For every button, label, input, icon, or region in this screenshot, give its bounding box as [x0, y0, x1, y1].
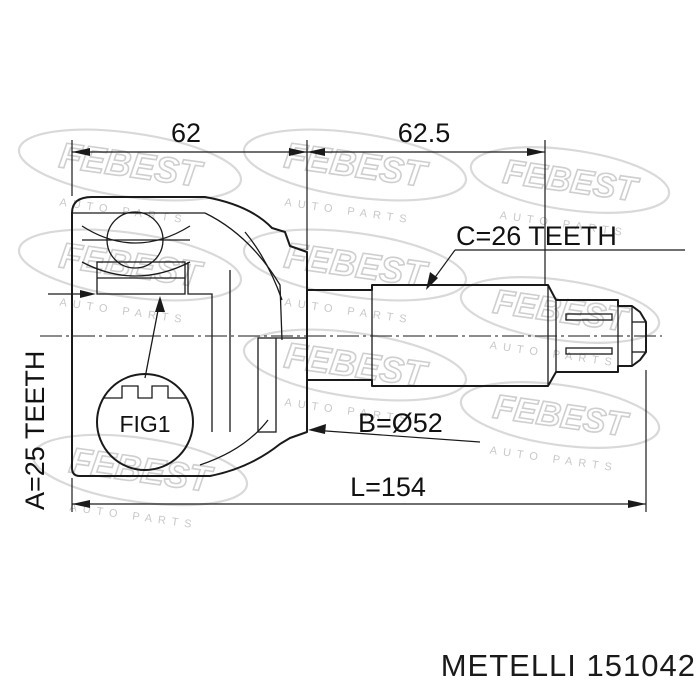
watermark-logo: FEBEST AUTO PARTS — [31, 433, 249, 531]
diameter-leader — [311, 429, 481, 443]
cage-bottom — [81, 261, 191, 277]
diameter-arrow — [308, 424, 326, 434]
housing-arc — [244, 231, 283, 301]
housing-contour — [204, 212, 283, 341]
watermark-tagline: AUTO PARTS — [489, 445, 618, 475]
fig1-detail-spline — [103, 385, 187, 399]
shaft-spline-label: C=26 TEETH — [456, 221, 617, 251]
joint-ball — [106, 211, 164, 269]
dimension-lines: 62 62.5 C=26 TEETH A=25 TEETH B=Ø52 L=15… — [20, 118, 685, 512]
housing-spline-label: A=25 TEETH — [20, 351, 50, 510]
shaft-keyway-lower — [565, 347, 613, 355]
joint-housing — [71, 196, 308, 477]
housing-spline-arrow — [80, 290, 96, 298]
caption-brand: METELLI — [440, 648, 577, 683]
fig1-leader — [144, 299, 161, 379]
fig1-leader-arrow — [155, 296, 165, 312]
shaft-spline-arrow — [426, 272, 438, 290]
dimension-62-5-arrow-right — [527, 148, 545, 156]
total-length-label: L=154 — [350, 472, 426, 502]
dimension-62-5-label: 62.5 — [398, 118, 451, 148]
shaft-keyway — [565, 313, 613, 321]
stub-shaft — [307, 284, 647, 387]
fig1-detail-circle — [96, 373, 194, 471]
housing-inner-wall — [187, 262, 213, 432]
dimension-62-arrow-left — [72, 148, 90, 156]
seal-ring — [257, 337, 277, 433]
dimension-62-5-arrow-left — [307, 148, 325, 156]
housing-contour-lower — [199, 419, 269, 466]
total-length-arrow-right — [628, 500, 646, 508]
cv-joint-part: FIG1 — [40, 196, 662, 477]
total-length-arrow-left — [72, 500, 90, 508]
dimension-62-arrow-right — [289, 148, 307, 156]
dimension-62-label: 62 — [171, 118, 201, 148]
fig1-label: FIG1 — [119, 411, 170, 437]
part-caption: METELLI 151042 — [404, 648, 696, 684]
diameter-label: B=Ø52 — [358, 408, 443, 438]
caption-part-number: 151042 — [586, 648, 696, 683]
cage-top — [81, 225, 191, 244]
watermark-group: FEBEST AUTO PARTS FEBEST AUTO PARTS FEBE… — [17, 128, 671, 531]
watermark-logo: FEBEST AUTO PARTS — [459, 381, 661, 475]
